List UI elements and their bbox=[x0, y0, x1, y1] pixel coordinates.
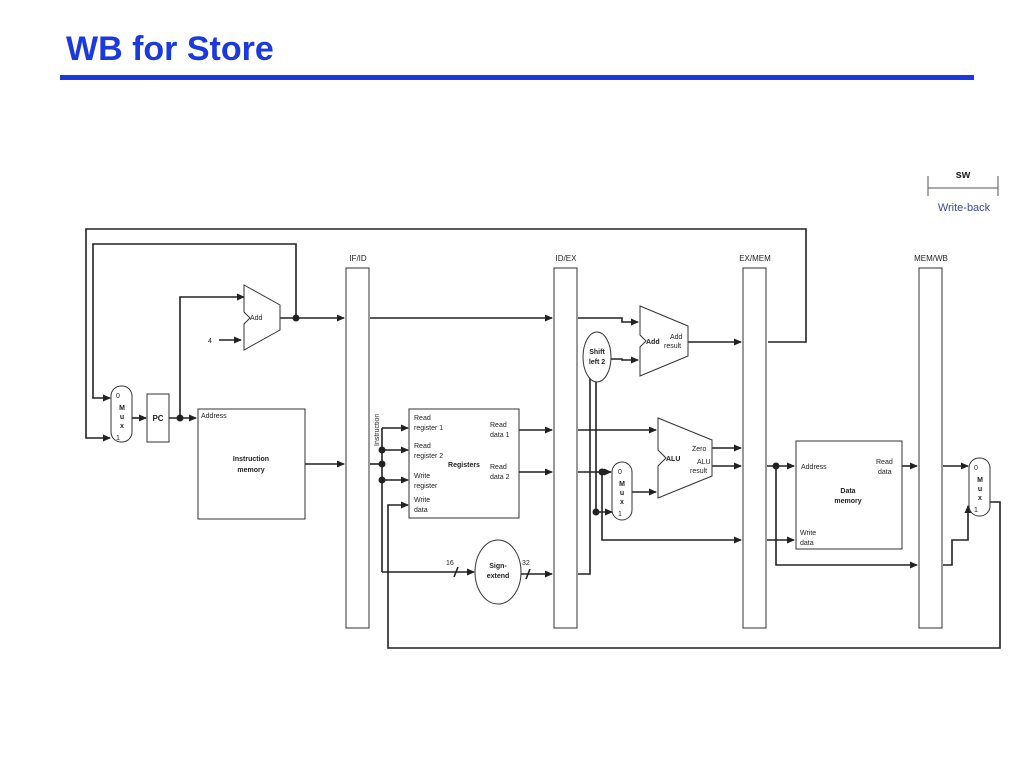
rdata1-b: data 1 bbox=[490, 432, 510, 439]
rdata2-b: data 2 bbox=[490, 474, 510, 481]
title-underline bbox=[60, 75, 974, 80]
imem-title-1: Instruction bbox=[233, 456, 269, 463]
alu: ALU Zero ALU result bbox=[657, 417, 713, 499]
mem-wb-register bbox=[918, 267, 943, 629]
reg-write-a: Write bbox=[414, 473, 430, 480]
wire-junctions bbox=[176, 314, 780, 516]
bits-16-label: 16 bbox=[446, 560, 454, 567]
alu-src-mux: 0 M u x 1 bbox=[611, 461, 633, 521]
wb-mux-1: 1 bbox=[974, 507, 978, 514]
alu-result-2: result bbox=[690, 468, 707, 475]
sign-extend-unit: Sign- extend 16 32 bbox=[446, 539, 531, 605]
reg-write-b: register bbox=[414, 483, 438, 490]
pipeline-registers: IF/ID ID/EX EX/MEM MEM/WB bbox=[345, 254, 948, 629]
dmem-write-1: Write bbox=[800, 530, 816, 537]
if-id-instruction-label: Instruction bbox=[374, 414, 381, 446]
ex-mem-register bbox=[742, 267, 767, 629]
alu-label: ALU bbox=[666, 456, 680, 463]
dmem-title-2: memory bbox=[834, 498, 861, 505]
dmem-read-2: data bbox=[878, 469, 892, 476]
wb-mux-0: 0 bbox=[974, 465, 978, 472]
data-memory: Address Read data Data memory Write data bbox=[795, 440, 903, 550]
reg-read2-a: Read bbox=[414, 443, 431, 450]
mem-wb-label: MEM/WB bbox=[914, 254, 948, 263]
wb-mux-m: M bbox=[977, 477, 983, 484]
alu-mux-m: M bbox=[619, 481, 625, 488]
dmem-address-label: Address bbox=[801, 464, 827, 471]
reg-read2-b: register 2 bbox=[414, 453, 443, 460]
sign-extend-2: extend bbox=[487, 573, 510, 580]
alu-mux-0: 0 bbox=[618, 469, 622, 476]
wb-mux-x: x bbox=[978, 495, 982, 502]
stage-name-label: Write-back bbox=[938, 202, 991, 214]
alu-mux-1: 1 bbox=[618, 511, 622, 518]
pc-mux-m: M bbox=[119, 405, 125, 412]
pc-mux-0: 0 bbox=[116, 393, 120, 400]
pc-mux-u: u bbox=[120, 414, 124, 421]
shift-left-2: Shift left 2 bbox=[582, 331, 612, 383]
pc-mux: 0 M u x 1 bbox=[110, 385, 133, 443]
pc-label: PC bbox=[152, 414, 163, 423]
stage-indicator: sw Write-back bbox=[927, 169, 999, 214]
imem-title-2: memory bbox=[237, 467, 264, 474]
dmem-title-1: Data bbox=[840, 488, 855, 495]
constant-four: 4 bbox=[208, 338, 212, 345]
pc-register: PC bbox=[146, 393, 170, 443]
rdata1-a: Read bbox=[490, 422, 507, 429]
branch-add-label: Add bbox=[646, 339, 660, 346]
stage-instruction-label: sw bbox=[956, 169, 971, 181]
alu-result-1: ALU bbox=[697, 459, 711, 466]
pc-mux-x: x bbox=[120, 423, 124, 430]
pc-mux-1: 1 bbox=[116, 435, 120, 442]
pc-adder-label: Add bbox=[250, 315, 263, 322]
wb-mux-u: u bbox=[978, 486, 982, 493]
reg-wdata-a: Write bbox=[414, 497, 430, 504]
reg-wdata-b: data bbox=[414, 507, 428, 514]
branch-add-result-2: result bbox=[664, 343, 681, 350]
rdata2-a: Read bbox=[490, 464, 507, 471]
dmem-read-1: Read bbox=[876, 459, 893, 466]
slide-title: WB for Store bbox=[66, 30, 274, 68]
alu-zero-label: Zero bbox=[692, 446, 707, 453]
dmem-write-2: data bbox=[800, 540, 814, 547]
writeback-mux: 0 M u x 1 bbox=[968, 457, 991, 517]
sign-extend-1: Sign- bbox=[489, 563, 507, 570]
registers-title: Registers bbox=[448, 462, 480, 469]
if-id-register bbox=[345, 267, 370, 629]
reg-read1-a: Read bbox=[414, 415, 431, 422]
branch-adder: Add Add result bbox=[639, 305, 689, 377]
shift-label-2: left 2 bbox=[589, 359, 605, 366]
id-ex-label: ID/EX bbox=[556, 254, 578, 263]
id-ex-register bbox=[553, 267, 578, 629]
reg-read1-b: register 1 bbox=[414, 425, 443, 432]
if-id-label: IF/ID bbox=[349, 254, 367, 263]
ex-mem-label: EX/MEM bbox=[739, 254, 771, 263]
bits-32-label: 32 bbox=[522, 560, 530, 567]
register-file: Read register 1 Read register 2 Write re… bbox=[408, 408, 520, 519]
alu-mux-x: x bbox=[620, 499, 624, 506]
branch-add-result-1: Add bbox=[670, 334, 683, 341]
pc-adder: Add 4 bbox=[208, 284, 281, 351]
datapath-wires bbox=[85, 228, 1001, 649]
alu-mux-u: u bbox=[620, 490, 624, 497]
shift-label-1: Shift bbox=[589, 349, 605, 356]
instruction-memory: Address Instruction memory bbox=[197, 408, 306, 520]
imem-address-label: Address bbox=[201, 413, 227, 420]
